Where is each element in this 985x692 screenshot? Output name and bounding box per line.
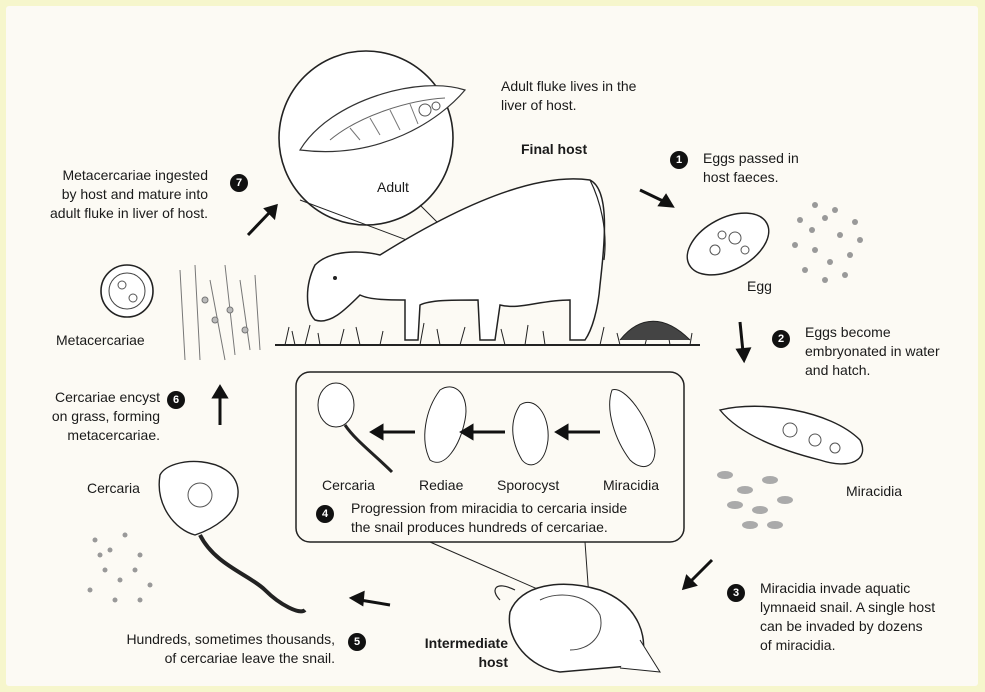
box-rediae-illustration (425, 387, 466, 462)
adult-label: Adult (377, 178, 409, 197)
grass-blades (180, 265, 260, 360)
box-sporocyst-label: Sporocyst (497, 476, 559, 495)
step-6-badge: 6 (167, 391, 185, 409)
step-6-text: Cercariae encyst on grass, forming metac… (25, 388, 160, 445)
snail-illustration (495, 584, 660, 672)
step-4-badge: 4 (316, 505, 334, 523)
step-2-badge: 2 (772, 330, 790, 348)
box-miracidia-label: Miracidia (603, 476, 659, 495)
miracidia-cluster (717, 471, 793, 529)
step-1-badge: 1 (670, 151, 688, 169)
metacercaria-illustration (101, 265, 153, 317)
egg-cluster (792, 202, 863, 283)
miracidium-illustration (720, 406, 863, 464)
adult-description: Adult fluke lives in the liver of host. (501, 77, 636, 115)
miracidia-label: Miracidia (846, 482, 902, 501)
egg-label: Egg (747, 277, 772, 296)
step-3-text: Miracidia invade aquatic lymnaeid snail.… (760, 579, 935, 655)
step-1-text: Eggs passed in host faeces. (703, 149, 799, 187)
box-sporocyst-illustration (513, 402, 548, 464)
intermediate-host-label: Intermediate host (404, 634, 508, 672)
step-3-badge: 3 (727, 584, 745, 602)
box-arrows (372, 426, 600, 438)
final-host-label: Final host (521, 140, 587, 159)
egg-illustration (677, 200, 779, 287)
box-miracidia-illustration (610, 390, 655, 467)
step-7-badge: 7 (230, 174, 248, 192)
box-rediae-label: Rediae (419, 476, 463, 495)
step-5-badge: 5 (348, 633, 366, 651)
step-5-text: Hundreds, sometimes thousands, of cercar… (95, 630, 335, 668)
step-4-text: Progression from miracidia to cercaria i… (351, 499, 627, 537)
step-7-text: Metacercariae ingested by host and matur… (28, 166, 208, 223)
cercaria-label: Cercaria (87, 479, 140, 498)
metacercariae-label: Metacercariae (56, 331, 145, 350)
box-cercaria-label: Cercaria (322, 476, 375, 495)
step-2-text: Eggs become embryonated in water and hat… (805, 323, 940, 380)
cercariae-cluster (88, 533, 153, 603)
cercaria-illustration (159, 461, 305, 611)
